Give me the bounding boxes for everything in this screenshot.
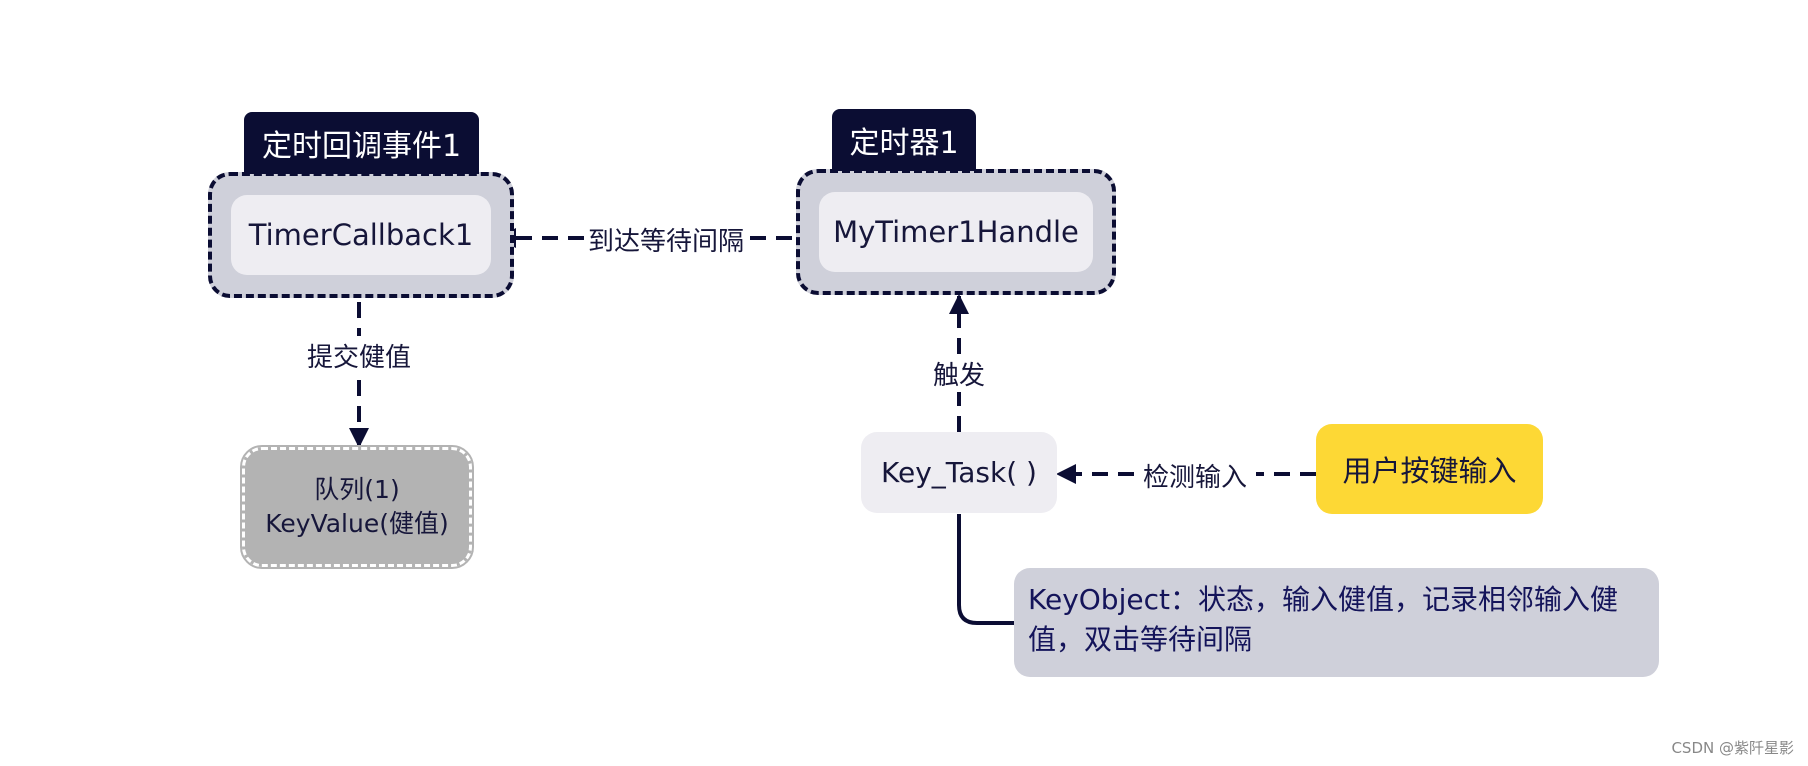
timer-callback-group-tab: 定时回调事件1 xyxy=(244,112,479,174)
edge-label-detect-input: 检测输入 xyxy=(1134,457,1256,493)
user-input-label: 用户按键输入 xyxy=(1342,454,1517,488)
timer-callback-group-title: 定时回调事件1 xyxy=(261,129,462,164)
timer-callback-label: TimerCallback1 xyxy=(248,218,474,252)
timer-handle-node[interactable]: MyTimer1Handle xyxy=(819,192,1093,272)
key-object-note: KeyObject：状态，输入健值，记录相邻输入健值，双击等待间隔 xyxy=(1014,568,1659,677)
timer-group-tab: 定时器1 xyxy=(832,109,976,171)
key-object-note-text: KeyObject：状态，输入健值，记录相邻输入健值，双击等待间隔 xyxy=(1028,583,1618,656)
timer-callback-node[interactable]: TimerCallback1 xyxy=(231,195,491,275)
key-task-label: Key_Task( ) xyxy=(881,456,1037,489)
timer-group-title: 定时器1 xyxy=(849,126,959,161)
key-task-node[interactable]: Key_Task( ) xyxy=(861,432,1057,513)
edge-label-arrival-interval: 到达等待间隔 xyxy=(584,222,748,257)
queue-line-2: KeyValue(健值) xyxy=(265,509,449,538)
queue-node[interactable]: 队列(1) KeyValue(健值) xyxy=(240,445,474,569)
queue-line-1: 队列(1) xyxy=(314,475,400,504)
edge-label-trigger: 触发 xyxy=(924,354,994,392)
line-task-to-note xyxy=(957,514,1018,625)
user-input-node[interactable]: 用户按键输入 xyxy=(1316,424,1543,514)
timer-handle-label: MyTimer1Handle xyxy=(833,215,1079,249)
watermark: CSDN @紫阡星影 xyxy=(1671,739,1794,757)
edge-label-submit-key: 提交健值 xyxy=(296,336,422,374)
